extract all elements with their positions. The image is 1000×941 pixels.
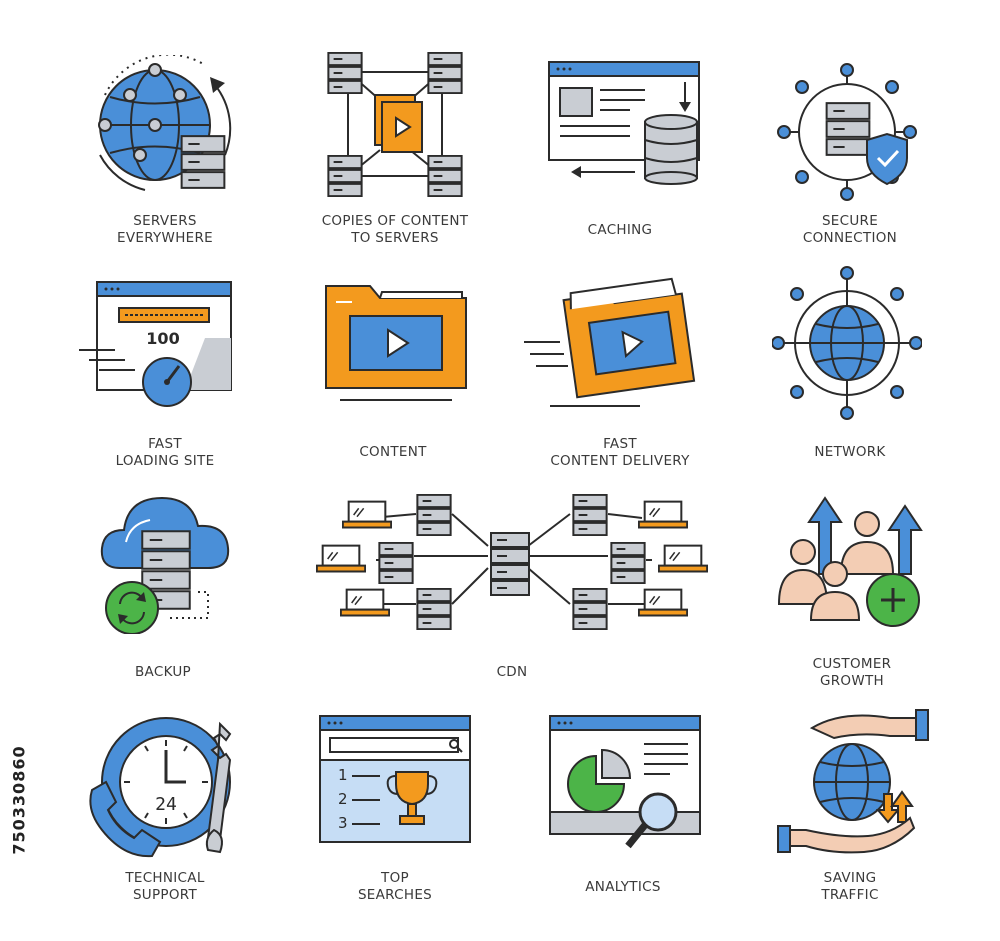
- clock-text: 24: [155, 794, 177, 815]
- label-secure-connection: SECURE CONNECTION: [802, 213, 898, 246]
- cdn-network-icon: [316, 494, 708, 630]
- label-servers-everywhere: SERVERS EVERYWHERE: [117, 213, 213, 246]
- rank-3: 3: [338, 814, 348, 832]
- top-searches-icon: 1 2 3: [316, 712, 476, 847]
- caching-icon: [545, 60, 715, 185]
- label-fast-content-delivery: FAST CONTENT DELIVERY: [550, 436, 690, 469]
- label-backup: BACKUP: [135, 664, 191, 680]
- fast-delivery-folder-icon: [520, 272, 700, 414]
- video-folder-icon: [322, 278, 472, 410]
- label-content: CONTENT: [359, 444, 427, 460]
- label-fast-loading-site: FAST LOADING SITE: [115, 436, 215, 469]
- label-technical-support: TECHNICAL SUPPORT: [125, 870, 205, 903]
- label-cdn: CDN: [496, 664, 528, 680]
- secure-connection-icon: [772, 62, 922, 212]
- customer-growth-icon: [775, 494, 930, 644]
- label-saving-traffic: SAVING TRAFFIC: [821, 870, 879, 903]
- label-top-searches: TOP SEARCHES: [357, 870, 433, 903]
- label-customer-growth: CUSTOMER GROWTH: [812, 656, 892, 689]
- cloud-backup-icon: [98, 484, 238, 634]
- stock-id-text: 750330860: [9, 745, 29, 855]
- network-globe-icon: [772, 266, 922, 420]
- content-copy-servers-icon: [327, 52, 463, 197]
- label-caching: CACHING: [587, 222, 653, 238]
- label-copies-of-content: COPIES OF CONTENT TO SERVERS: [321, 213, 469, 246]
- support-clock-icon: 24: [80, 710, 250, 865]
- label-analytics: ANALYTICS: [585, 879, 661, 895]
- label-network: NETWORK: [814, 444, 886, 460]
- analytics-icon: [546, 712, 711, 862]
- rank-2: 2: [338, 790, 348, 808]
- stock-id: 750330860: [4, 700, 34, 900]
- speed-value: 100: [146, 329, 179, 348]
- rank-1: 1: [338, 766, 348, 784]
- globe-server-icon: [85, 55, 245, 205]
- saving-traffic-icon: [772, 706, 932, 866]
- fast-loading-icon: 100: [75, 278, 245, 418]
